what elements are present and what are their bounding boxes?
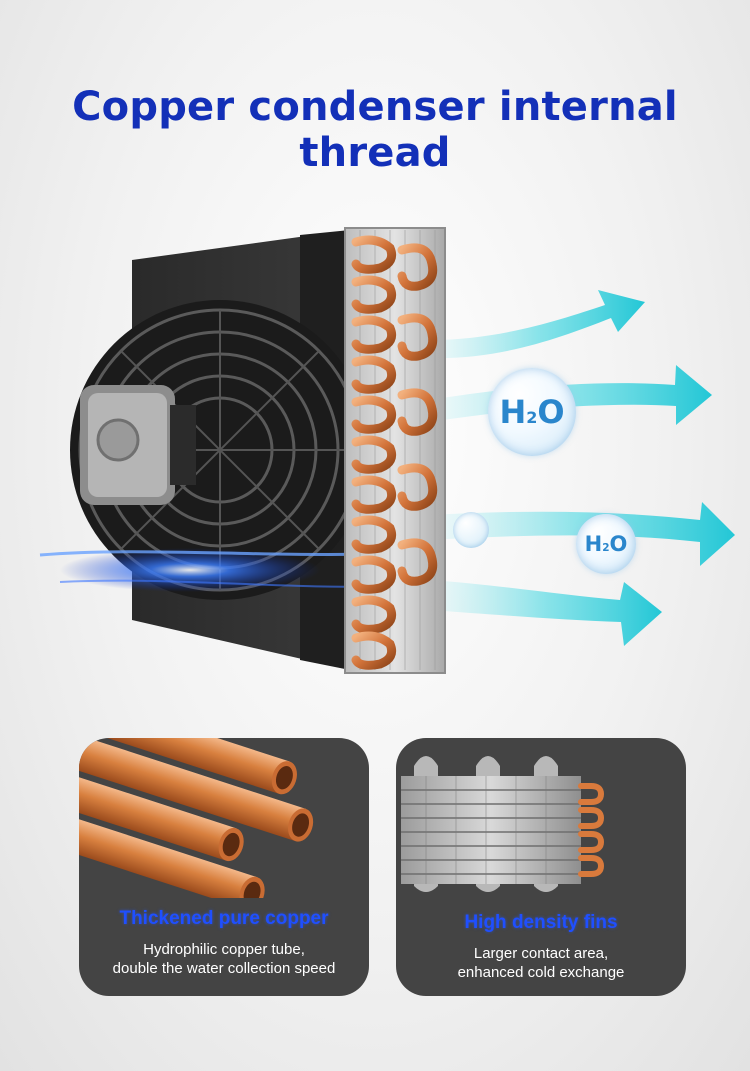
page-title: Copper condenser internal thread [72, 84, 678, 176]
copper-u-bends [578, 783, 605, 877]
airflow-arrows [430, 290, 735, 646]
card-title: High density fins [464, 912, 618, 933]
water-bubble [453, 512, 489, 548]
fan-motor [80, 385, 196, 505]
copper-hairpins [351, 235, 397, 670]
copper-hairpins-right [397, 243, 438, 586]
card-description: Hydrophilic copper tube, double the wate… [112, 941, 336, 977]
feature-card-fins: High density fins Larger contact area, e… [396, 738, 686, 996]
copper-pipes-image [79, 738, 314, 898]
card-description: Larger contact area, enhanced cold excha… [457, 945, 625, 981]
condenser-illustration [39, 227, 735, 674]
fin-coil-image [401, 756, 605, 892]
feature-card-copper: Thickened pure copper Hydrophilic copper… [79, 738, 369, 996]
card-title: Thickened pure copper [119, 908, 329, 929]
